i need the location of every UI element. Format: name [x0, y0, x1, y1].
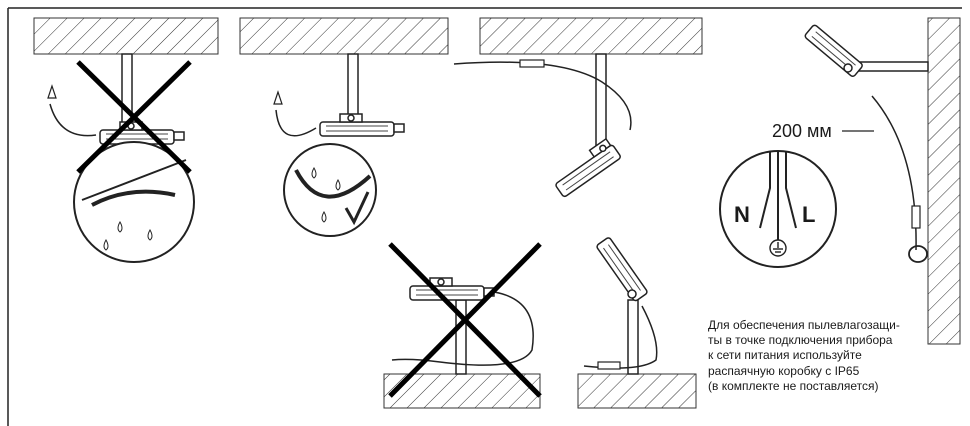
cable-length-label: 200 мм: [772, 121, 832, 141]
note-line: Для обеспечения пылевлагозащи-: [708, 318, 900, 332]
water-drop-icon: [321, 210, 327, 223]
floodlight: [319, 113, 405, 137]
floodlight: [409, 277, 495, 301]
zoom-circle: [283, 143, 377, 237]
note-line: (в комплекте не поставляется): [708, 378, 879, 393]
wall-slab: [927, 17, 961, 345]
neutral-terminal-label: N: [734, 202, 750, 227]
panel-wall-mount: 200 мм N L: [719, 17, 961, 345]
mount-pole: [627, 299, 639, 375]
water-drop-icon: [103, 238, 109, 251]
forbidden-cross-icon: [388, 242, 542, 398]
frame: [7, 7, 962, 426]
forbidden-cross-icon: [76, 60, 192, 174]
note-line: распаячную коробку с IP65: [708, 363, 860, 378]
panel-ceiling-tilted: [453, 17, 703, 198]
note-line: к сети питания используйте: [708, 348, 862, 363]
floodlight: [804, 24, 863, 78]
water-drop-icon: [311, 166, 317, 179]
floor-slab: [383, 373, 541, 409]
panel-floor-correct: [577, 237, 697, 409]
zoom-circle: [73, 141, 195, 263]
ip65-junction-box-note: Для обеспечения пылевлагозащи- ты в точк…: [708, 318, 958, 394]
panel-ceiling-correct: [239, 17, 449, 237]
floodlight: [555, 137, 621, 198]
panel-ceiling-wrong: [33, 17, 219, 263]
check-mark-icon: [344, 191, 370, 226]
floor-slab: [577, 373, 697, 409]
water-drop-icon: [147, 228, 153, 241]
ceiling-slab: [33, 17, 219, 55]
ceiling-slab: [239, 17, 449, 55]
ground-icon: [769, 239, 787, 257]
floodlight: [596, 237, 648, 302]
note-line: ты в точке подключения прибора: [708, 333, 893, 348]
water-drop-icon: [335, 178, 341, 191]
ceiling-slab: [479, 17, 703, 55]
water-drop-icon: [117, 220, 123, 233]
live-terminal-label: L: [802, 202, 815, 227]
panel-floor-wrong: [383, 242, 542, 409]
